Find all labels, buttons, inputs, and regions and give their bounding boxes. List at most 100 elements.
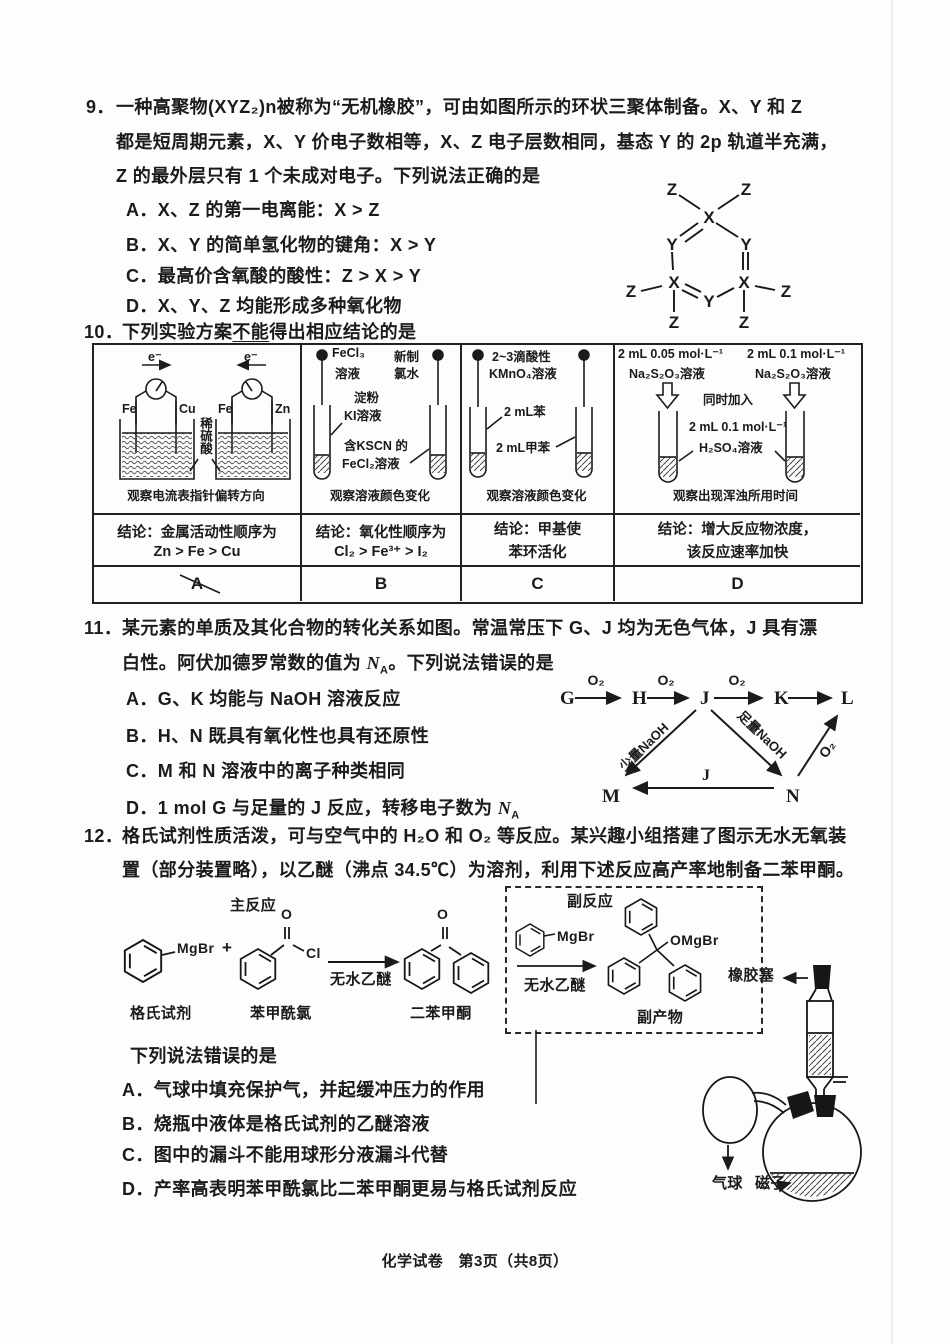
conclusion-d-line1: 结论：增大反应物浓度， (657, 522, 818, 538)
q10-header: 下列实验方案不能得出相应结论的是 (122, 318, 416, 344)
ring-atom-x-top: X (703, 208, 715, 227)
conclusion-a-line1: 结论：金属活动性顺序为 (117, 524, 277, 541)
mgbr-label: MgBr (177, 940, 215, 956)
observation-caption-c: 观察溶液颜色变化 (486, 489, 587, 503)
conclusion-d-line2: 该反应速率加快 (686, 545, 789, 561)
avogadro-symbol: N (497, 798, 512, 818)
reagent-fresh: 新制 (394, 350, 420, 364)
reagent-kmno4-drops: 2~3滴酸性 (492, 350, 551, 364)
q12-option-a[interactable]: A．气球中填充保护气，并起缓冲压力的作用 (122, 1080, 485, 1100)
chloride-cl-label: Cl (306, 945, 321, 961)
ring-atom-z: Z (781, 282, 791, 301)
q12-stem-line2: 置（部分装置略），以乙醚（沸点 34.5℃）为溶剂，利用下述反应高产率地制备二苯… (122, 860, 855, 880)
reagent-kmno4: KMnO₄溶液 (489, 367, 557, 381)
stir-bar-label: 磁子 (755, 1175, 786, 1192)
dilute-sulfuric-acid-label: 稀硫酸 (198, 417, 212, 455)
tube-content-starch: 淀粉 (354, 391, 380, 405)
q10-letter-c[interactable]: C (462, 567, 615, 601)
grignard-reagent-label: 格氏试剂 (130, 1005, 192, 1022)
balloon-label: 气球 (712, 1175, 743, 1192)
plus-sign: + (222, 938, 233, 957)
ring-atom-z: Z (669, 313, 679, 332)
conclusion-a-line2: Zn > Fe > Cu (153, 543, 241, 560)
reagent-fecl3: FeCl₃ (332, 346, 365, 360)
q10-header-underlined: 不能 (232, 322, 270, 342)
q9-option-c[interactable]: C．最高价含氧酸的酸性：Z > X > Y (126, 266, 422, 286)
arrow-label-o2: O₂ (657, 672, 674, 688)
side-reaction-label: 副反应 (567, 893, 614, 910)
electrode-zn: Zn (275, 402, 291, 416)
galvanic-cells-drawing (119, 359, 291, 480)
q12-stem-line1: 格氏试剂性质活泼，可与空气中的 H₂O 和 O₂ 等反应。某兴趣小组搭建了图示无… (122, 826, 847, 846)
electron-label-right: e⁻ (244, 350, 258, 364)
ring-atom-z: Z (741, 180, 751, 199)
conclusion-b-line2: Cl₂ > Fe³⁺ > I₂ (334, 543, 428, 560)
carbonyl-o-label: O (281, 906, 293, 922)
q9-option-b[interactable]: B．X、Y 的简单氢化物的键角：X > Y (126, 235, 437, 255)
q10-conclusion-c: 结论：甲基使 苯环活化 (462, 515, 615, 567)
stray-vertical-mark (535, 1030, 537, 1104)
q11-option-d[interactable]: D．1 mol G 与足量的 J 反应，转移电子数为 NA (126, 798, 520, 822)
rubber-stopper-label: 橡胶塞 (728, 967, 775, 984)
ring-atom-z: Z (626, 282, 636, 301)
conclusion-c-line1: 结论：甲基使 (494, 522, 581, 538)
tube-content-ki: KI溶液 (344, 409, 382, 423)
arrow-label-o2: O₂ (728, 672, 745, 688)
letter-c: C (531, 574, 544, 593)
electrode-fe-2: Fe (218, 402, 233, 416)
q10-letter-b[interactable]: B (302, 567, 462, 601)
ring-atom-z: Z (667, 180, 677, 199)
q11-option-b[interactable]: B．H、N 既具有氧化性也具有还原性 (126, 726, 430, 746)
q12-option-b[interactable]: B．烧瓶中液体是格氏试剂的乙醚溶液 (122, 1114, 430, 1134)
q10-conclusion-b: 结论：氧化性顺序为 Cl₂ > Fe³⁺ > I₂ (302, 515, 462, 567)
stray-pen-mark (179, 574, 221, 594)
observation-caption-a: 观察电流表指针偏转方向 (127, 489, 265, 503)
observation-caption-d: 观察出现浑浊所用时间 (672, 489, 798, 503)
q10-conclusion-d: 结论：增大反应物浓度， 该反应速率加快 (615, 515, 860, 567)
tube-content-kscn: 含KSCN 的 (344, 439, 408, 453)
conclusion-c-line2: 苯环活化 (508, 545, 567, 561)
q11-option-c[interactable]: C．M 和 N 溶液中的离子种类相同 (126, 761, 406, 781)
q9-number: 9． (86, 97, 115, 117)
node-g: G (560, 688, 575, 709)
apparatus-drawing (702, 965, 862, 1202)
q12-number: 12． (84, 826, 124, 846)
electrode-fe-1: Fe (122, 402, 137, 416)
ketone-o-label: O (437, 906, 449, 922)
q12-option-c[interactable]: C．图中的漏斗不能用球形分液漏斗代替 (122, 1145, 449, 1165)
q10-cell-d-diagram: 2 mL 0.05 mol·L⁻¹ Na₂S₂O₃溶液 2 mL 0.1 mol… (615, 345, 860, 515)
node-l: L (841, 688, 854, 709)
q10-conclusion-a: 结论：金属活动性顺序为 Zn > Fe > Cu (94, 515, 302, 567)
q9-option-d[interactable]: D．X、Y、Z 均能形成多种氧化物 (126, 296, 402, 316)
test-tubes-drawing-b (313, 349, 447, 480)
letter-b: B (374, 574, 388, 593)
tube-content-h2so4-name: H₂SO₄溶液 (699, 441, 763, 455)
reagent-thiosulfate-high: 2 mL 0.1 mol·L⁻¹ (747, 347, 846, 361)
q10-header-post: 得出相应结论的是 (269, 322, 417, 342)
reagent-solution: 溶液 (335, 367, 361, 381)
q11-number: 11． (84, 618, 123, 638)
q10-cell-c-diagram: 2~3滴酸性 KMnO₄溶液 2 mL苯 2 mL甲苯 观察溶液颜色变化 (462, 345, 615, 515)
ring-atom-x-bottomright: X (738, 273, 750, 292)
q9-option-a[interactable]: A．X、Z 的第一电离能：X > Z (126, 200, 380, 220)
tube-content-h2so4-conc: 2 mL 0.1 mol·L⁻¹ (689, 420, 788, 434)
arrow-label-o2-diag: O₂ (815, 738, 838, 761)
node-k: K (774, 688, 789, 709)
benzophenone-label: 二苯甲酮 (410, 1005, 472, 1022)
q10-letter-a[interactable]: A (94, 567, 302, 601)
q9-stem-line3: Z 的最外层只有 1 个未成对电子。下列说法正确的是 (116, 166, 541, 186)
q12-option-d[interactable]: D．产率高表明苯甲酰氯比二苯甲酮更易与格氏试剂反应 (122, 1179, 577, 1199)
q11-option-a[interactable]: A．G、K 均能与 NaOH 溶液反应 (126, 689, 401, 709)
q12-ask: 下列说法错误的是 (130, 1046, 278, 1066)
reagent-thiosulfate-low-name: Na₂S₂O₃溶液 (629, 367, 705, 381)
ring-atom-y-bottom: Y (703, 292, 715, 311)
omgbr-label: OMgBr (670, 932, 719, 948)
electron-label-left: e⁻ (148, 350, 162, 364)
side-reaction-box (505, 886, 763, 1034)
node-j: J (700, 688, 710, 709)
q10-letter-d[interactable]: D (615, 567, 860, 601)
add-simultaneously-label: 同时加入 (703, 393, 754, 407)
avogadro-symbol: N (366, 653, 381, 673)
test-tubes-drawing-c (469, 349, 593, 478)
anhydrous-ether-label: 无水乙醚 (330, 971, 392, 988)
